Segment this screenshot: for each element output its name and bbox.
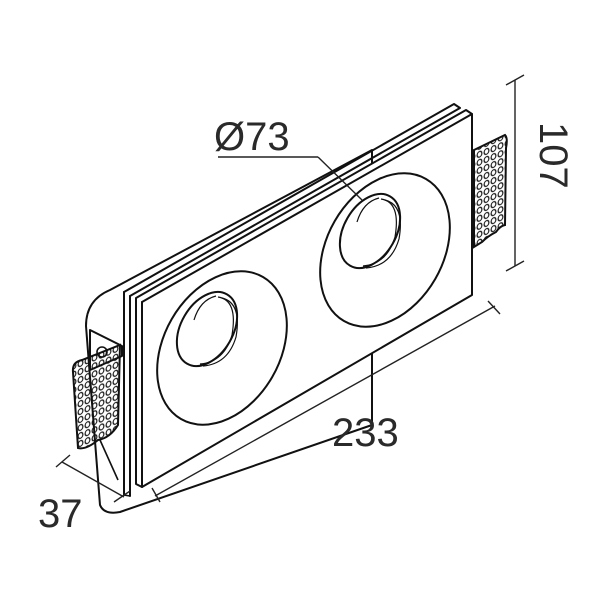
- height-label: 107: [531, 122, 575, 189]
- left-opening: [156, 270, 288, 426]
- diameter-callout: Ø73: [214, 115, 363, 201]
- length-dimension: 233: [151, 300, 501, 503]
- diameter-label: Ø73: [214, 115, 290, 159]
- front-plate: [135, 109, 473, 488]
- height-dimension: 107: [505, 74, 575, 272]
- plate-edges: [123, 103, 461, 497]
- depth-label: 37: [38, 492, 83, 536]
- right-opening: [319, 172, 451, 328]
- length-label: 233: [332, 411, 399, 455]
- right-mesh-tab: [473, 133, 508, 249]
- depth-dimension: 37: [38, 439, 131, 536]
- left-mesh-tab: [71, 329, 123, 450]
